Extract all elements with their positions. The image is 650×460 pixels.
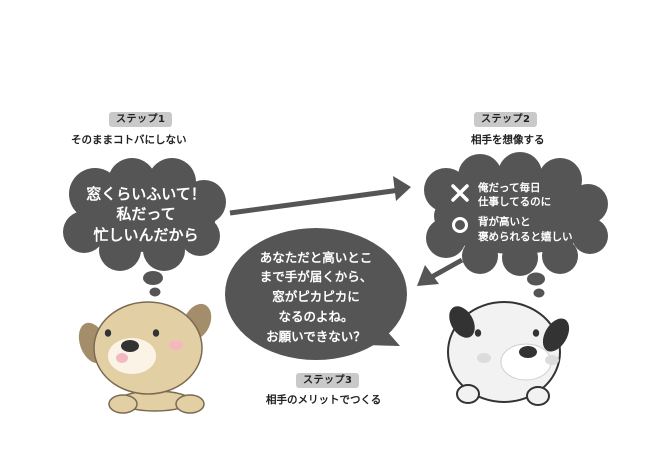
step1-bubble-line1: 窓くらいふいて！ [86,185,206,203]
thought-dot-small [533,288,545,298]
dog-right-ear-left [449,306,475,338]
step3-bubble-line1: あなただと高いとこ [260,250,373,265]
step2-item2-line1: 背が高いと [478,215,531,228]
circle-icon [452,217,468,233]
arrow-step2-to-step3 [417,257,464,286]
dog-left-paw [108,394,138,414]
dog-left-illustration [78,301,212,414]
step2-item-cross: 俺だって毎日 仕事してるのに [451,181,551,208]
dog-right-ear-right [542,318,570,352]
speech-bubble-step3 [225,228,407,360]
thought-dot-large [143,271,163,285]
cross-icon [451,184,469,202]
thought-bubble-step2 [424,152,608,298]
step3-bubble-line2: まで手が届くから、 [260,269,373,284]
step3-caption: 相手のメリットでつくる [266,394,382,406]
step3-badge: ステップ3 [296,373,360,388]
step2-item-circle: 背が高いと 褒められると嬉しい [452,215,573,243]
thought-dot-large [527,272,545,286]
thought-bubble-step1 [63,158,226,297]
step2-item2-line2: 褒められると嬉しい [477,230,573,243]
step1-badge: ステップ1 [109,112,173,127]
step3-bubble-line5: お願いできない？ [266,329,366,344]
thought-dot-small [149,287,161,297]
dog-right-paw [526,386,550,406]
step1-bubble-line2: 私だって [115,205,175,223]
step1-caption: そのままコトバにしない [71,134,187,146]
arrow-step1-to-step2 [229,176,411,216]
step3-bubble-line4: なるのよね。 [278,309,353,324]
dog-right-paw [456,384,480,404]
dog-right-illustration [447,301,570,406]
step1-bubble-line3: 忙しいんだから [93,226,198,244]
step2-item1-line2: 仕事してるのに [477,195,551,208]
dog-left-paw [175,394,205,414]
step2-item1-line1: 俺だって毎日 [477,181,540,194]
step2-badge: ステップ2 [474,112,538,127]
step2-caption: 相手を想像する [471,134,545,146]
step3-bubble-line3: 窓がピカピカに [272,289,360,304]
